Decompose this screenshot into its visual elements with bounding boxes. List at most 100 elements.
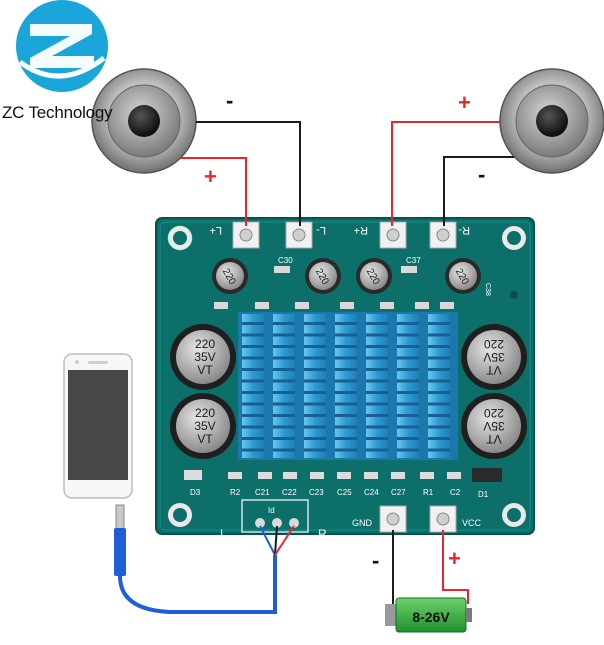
terminal-l-plus-label: L+ — [209, 224, 222, 236]
big-cap-right-top — [461, 324, 527, 390]
c30-label: C30 — [278, 256, 293, 265]
heatsink-fin-groove — [273, 379, 295, 383]
heatsink-fin-groove — [428, 402, 450, 406]
heatsink-fin-groove — [335, 379, 357, 383]
big-cap-right-bottom — [461, 393, 527, 459]
heatsink-fin-groove — [397, 345, 419, 348]
heatsink-fin-groove — [304, 448, 326, 452]
amplifier-board: 220 220 220 220 C30 C37 C38 220 35V VT 2… — [155, 217, 535, 541]
sign-battery-plus: + — [448, 546, 461, 571]
heatsink-fin-groove — [397, 322, 419, 325]
heatsink-fin-groove — [335, 448, 357, 452]
heatsink-fin-groove — [335, 414, 357, 417]
heatsink-fin-groove — [397, 402, 419, 406]
heatsink-fin — [304, 314, 326, 458]
brand-logo — [16, 0, 108, 92]
output-capacitors: 220 220 220 220 C30 C37 C38 — [212, 256, 491, 296]
small-cap-2 — [305, 258, 341, 294]
heatsink-fin-groove — [273, 345, 295, 348]
heatsink-fin-groove — [428, 333, 450, 337]
heatsink-fin — [397, 314, 419, 458]
heatsink-fin-groove — [304, 368, 326, 371]
heatsink-fin-groove — [366, 379, 388, 383]
heatsink-fin-groove — [304, 333, 326, 337]
heatsink-fin-groove — [428, 448, 450, 452]
heatsink-fin-groove — [428, 425, 450, 429]
sign-right-plus: + — [458, 90, 471, 115]
heatsink-fin-groove — [304, 425, 326, 429]
heatsink-fin — [366, 314, 388, 458]
terminal-r-plus-label: R+ — [354, 224, 368, 236]
heatsink-fin-groove — [242, 437, 264, 440]
big-cap-lb-1: 220 — [195, 406, 215, 420]
heatsink-fin — [428, 314, 450, 458]
heatsink-fin-groove — [335, 368, 357, 371]
silk-c21: C21 — [255, 488, 270, 497]
heatsink-fin-groove — [242, 345, 264, 348]
terminal-gnd — [379, 505, 407, 533]
heatsink-fin-groove — [273, 425, 295, 429]
heatsink-fin-groove — [335, 356, 357, 360]
silk-c23: C23 — [309, 488, 324, 497]
heatsink-fin-groove — [304, 391, 326, 394]
small-cap-3 — [356, 258, 392, 294]
terminal-l-minus — [285, 221, 313, 249]
silk-r2: R2 — [230, 488, 241, 497]
c38-label: C38 — [484, 283, 491, 296]
heatsink-fin-groove — [428, 322, 450, 325]
big-cap-lt-1: 220 — [195, 337, 215, 351]
heatsink-fin-groove — [242, 448, 264, 452]
big-cap-lb-2: 35V — [194, 419, 215, 433]
big-cap-rt-2: 35V — [483, 350, 504, 364]
heatsink-fin-groove — [366, 333, 388, 337]
heatsink-fin — [242, 314, 264, 458]
silk-d3: D3 — [190, 488, 201, 497]
heatsink-fin-groove — [428, 345, 450, 348]
big-cap-left-bottom — [170, 393, 236, 459]
big-capacitors: 220 35V VT 220 35V VT VT 35V 220 VT 35V … — [170, 324, 527, 459]
heatsink-fin-groove — [366, 425, 388, 429]
heatsink-fin-groove — [242, 414, 264, 417]
heatsink-fin-groove — [242, 391, 264, 394]
big-cap-rt-1: VT — [486, 363, 502, 377]
heatsink-fin-groove — [366, 356, 388, 360]
heatsink-fin-groove — [304, 345, 326, 348]
big-cap-lb-3: VT — [197, 432, 213, 446]
heatsink-fin-groove — [428, 368, 450, 371]
terminal-gnd-label: GND — [352, 518, 373, 528]
smd-components-bottom — [184, 468, 502, 482]
heatsink-fin-groove — [273, 448, 295, 452]
small-cap-1 — [212, 258, 248, 294]
heatsink-fin-groove — [273, 437, 295, 440]
speaker-wires — [180, 121, 514, 226]
heatsink-fin-groove — [304, 402, 326, 406]
heatsink-fin-groove — [366, 448, 388, 452]
terminal-vcc-label: VCC — [462, 518, 482, 528]
silk-c25: C25 — [337, 488, 352, 497]
heatsink-fin-groove — [304, 322, 326, 325]
big-cap-lt-2: 35V — [194, 350, 215, 364]
big-cap-rb-2: 35V — [483, 419, 504, 433]
brand-name: ZC Technology — [2, 103, 113, 122]
heatsink-fin-groove — [242, 379, 264, 383]
big-cap-left-top — [170, 324, 236, 390]
heatsink-fin-groove — [242, 425, 264, 429]
silk-c27: C27 — [391, 488, 406, 497]
sign-battery-minus: - — [372, 548, 379, 573]
heatsink-fin-groove — [335, 437, 357, 440]
heatsink-fin-groove — [273, 391, 295, 394]
heatsink-fin-groove — [304, 437, 326, 440]
smartphone — [63, 353, 133, 499]
heatsink-fin-groove — [397, 448, 419, 452]
speaker-terminals: L+ L- R+ R- — [209, 221, 470, 249]
heatsink-fin-groove — [335, 425, 357, 429]
big-cap-lt-3: VT — [197, 363, 213, 377]
sign-left-plus: + — [204, 164, 217, 189]
heatsink-fin-groove — [335, 322, 357, 325]
sign-left-minus: - — [226, 88, 233, 113]
heatsink-fin-groove — [273, 322, 295, 325]
heatsink-fin-groove — [242, 356, 264, 360]
heatsink-fin-groove — [242, 333, 264, 337]
heatsink-fin — [273, 314, 295, 458]
heatsink — [238, 312, 458, 460]
